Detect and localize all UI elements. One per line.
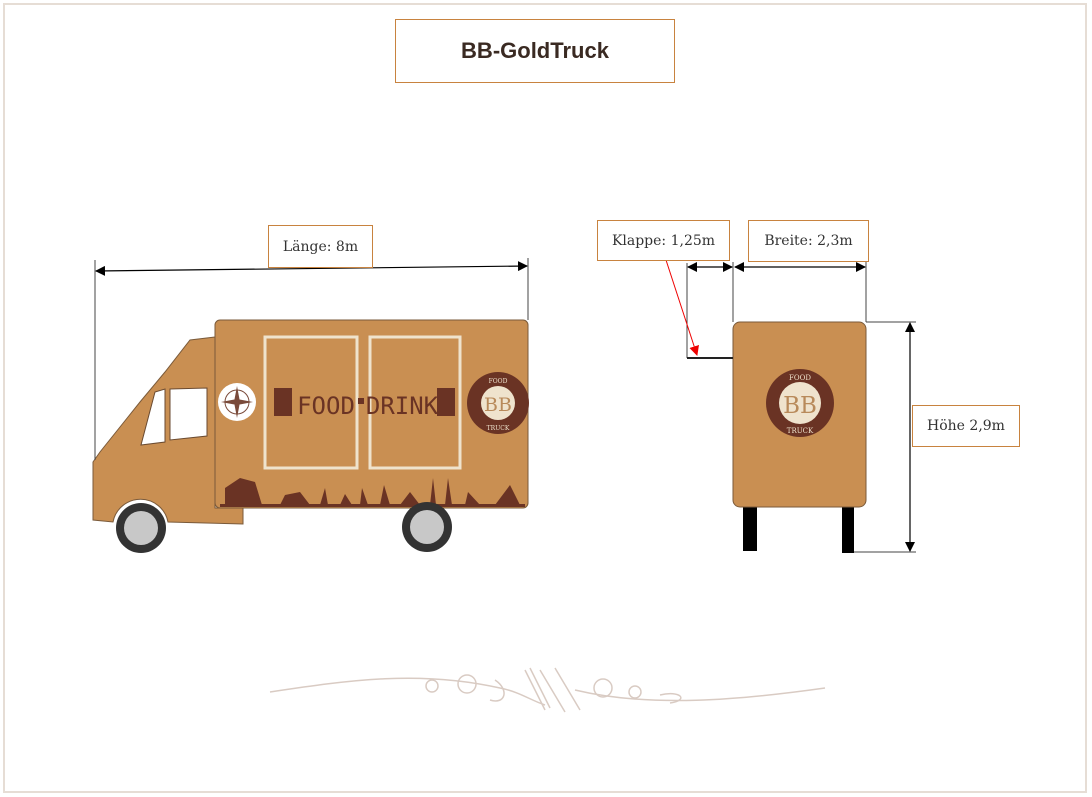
svg-text:TRUCK: TRUCK [787,427,814,435]
page-title: BB-GoldTruck [395,19,675,83]
svg-text:TRUCK: TRUCK [487,425,510,432]
compass-icon [218,383,256,421]
truck-rear-view: BB FOOD TRUCK [732,321,867,553]
front-wheel [116,503,166,553]
flap-label: Klappe: 1,25m [597,220,730,261]
page-frame [3,3,1087,793]
truck-side-view: FOOD DRINK BB FOOD TRUCK [92,319,529,553]
svg-text:FOOD: FOOD [789,374,811,382]
width-label: Breite: 2,3m [748,220,869,262]
rear-wheel [402,502,452,552]
height-label: Höhe 2,9m [912,405,1020,447]
glass-icon [437,388,455,416]
fork-icon [274,388,292,416]
svg-text:BB: BB [783,393,817,419]
drink-text: DRINK [366,392,439,420]
length-label: Länge: 8m [268,225,373,268]
flap-pointer [665,259,699,356]
svg-text:FOOD: FOOD [489,378,508,385]
svg-text:BB: BB [484,394,512,416]
bb-logo-rear: BB FOOD TRUCK [766,369,834,437]
food-text: FOOD [297,392,355,420]
bb-logo: BB FOOD TRUCK [467,372,529,434]
length-arrow [95,261,528,276]
ornament-divider [269,667,826,713]
